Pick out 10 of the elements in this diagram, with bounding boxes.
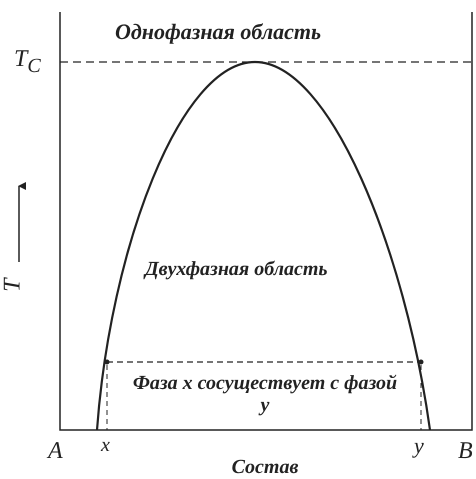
region-label: Однофазная область [115,20,322,44]
composition-label: x [101,434,110,456]
axis-end-label: B [458,438,473,464]
composition-label: y [414,434,424,458]
axis-end-label: A [48,438,63,464]
axis-label: Состав [230,456,300,478]
axis-tick-label: T$_{C}$ [14,46,41,77]
region-label: Двухфазная область [145,258,328,280]
axis-label: T [0,278,26,292]
region-label: Фаза x сосуществует с фазой y [132,372,398,416]
